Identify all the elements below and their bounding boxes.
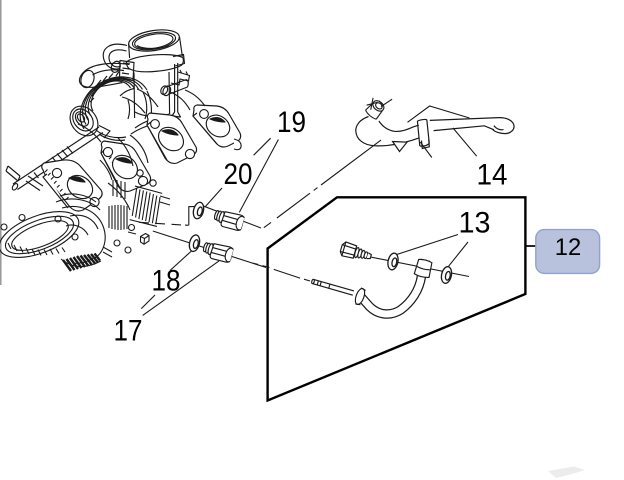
svg-text:17: 17 [114,314,143,347]
svg-text:12: 12 [555,234,582,261]
svg-text:14: 14 [477,158,508,191]
svg-text:19: 19 [277,106,306,139]
svg-text:18: 18 [152,264,181,297]
svg-text:13: 13 [459,206,491,239]
svg-text:20: 20 [224,158,253,191]
